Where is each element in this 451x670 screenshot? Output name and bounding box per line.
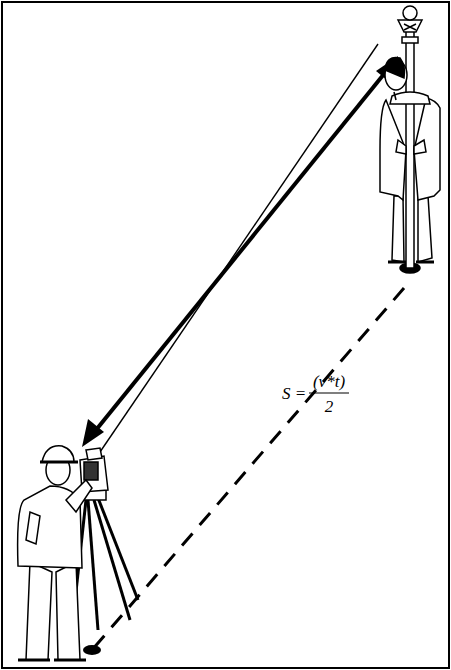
- ground-line: [92, 288, 404, 650]
- double-arrow: [82, 56, 398, 447]
- formula-numerator: (v*t): [313, 373, 345, 390]
- prism-holder-person: [380, 58, 440, 263]
- surveyor-person: [18, 446, 92, 660]
- beam-line: [100, 44, 378, 452]
- formula-lhs: S =: [282, 385, 306, 402]
- tripod: [74, 498, 138, 655]
- fraction-bar: [309, 392, 349, 393]
- formula-denominator: 2: [325, 398, 334, 415]
